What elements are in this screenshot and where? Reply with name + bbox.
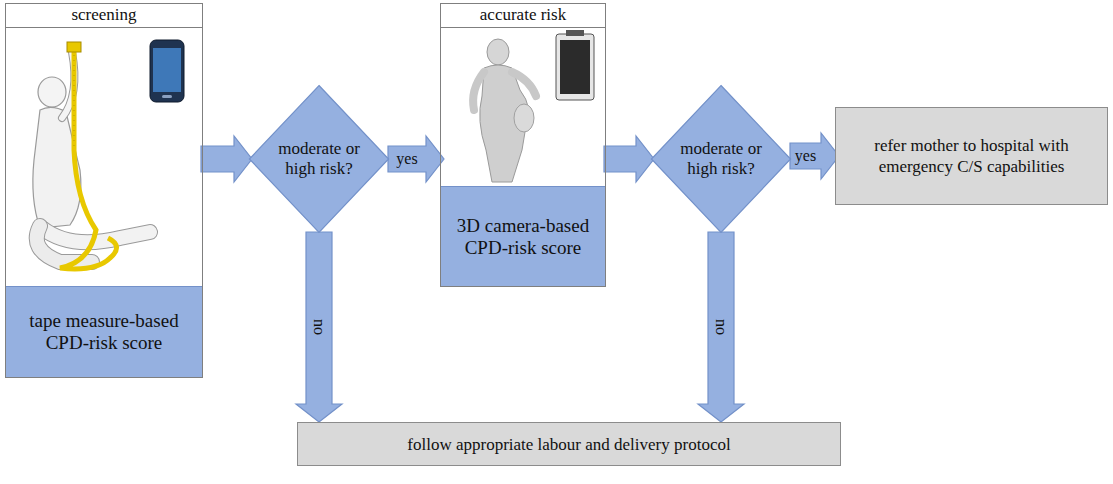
arrow-label: no bbox=[713, 317, 729, 337]
score-label: tape measure-based CPD-risk score bbox=[16, 310, 192, 354]
score-box: tape measure-based CPD-risk score bbox=[6, 286, 202, 377]
block-arrow bbox=[790, 133, 839, 179]
block-arrow bbox=[604, 136, 654, 182]
arrow-label: no bbox=[311, 317, 327, 337]
step-panel: screening tape measure-based CPD-risk sco… bbox=[5, 3, 203, 378]
arrow-label: yes bbox=[394, 151, 419, 167]
score-box: 3D camera-based CPD-risk score bbox=[441, 186, 605, 286]
score-label: 3D camera-based CPD-risk score bbox=[451, 215, 595, 259]
phone-icon bbox=[150, 40, 184, 102]
panel-heading: screening bbox=[6, 4, 202, 28]
block-arrow bbox=[201, 136, 252, 182]
process-box: follow appropriate labour and delivery p… bbox=[297, 422, 841, 466]
decision-label: moderate or high risk? bbox=[679, 139, 763, 179]
block-arrow bbox=[698, 232, 744, 422]
box-label: follow appropriate labour and delivery p… bbox=[407, 434, 730, 455]
diamond-shape bbox=[249, 86, 388, 233]
measuring-figure bbox=[33, 42, 150, 269]
process-box: refer mother to hospital with emergency … bbox=[835, 107, 1108, 205]
scanned-figure bbox=[473, 39, 536, 182]
block-arrow bbox=[296, 232, 342, 422]
arrow-label: yes bbox=[793, 148, 818, 164]
box-label: refer mother to hospital with emergency … bbox=[848, 135, 1095, 177]
camera-tablet-icon bbox=[556, 30, 594, 100]
decision-label: moderate or high risk? bbox=[277, 139, 361, 179]
block-arrow bbox=[388, 136, 444, 182]
panel-heading: accurate risk bbox=[441, 4, 605, 28]
decision-diamond: moderate or high risk? bbox=[248, 84, 390, 234]
step-panel: accurate risk 3D camera-based CPD-risk sc… bbox=[440, 3, 606, 287]
diamond-shape bbox=[651, 86, 790, 233]
decision-diamond: moderate or high risk? bbox=[650, 84, 792, 234]
